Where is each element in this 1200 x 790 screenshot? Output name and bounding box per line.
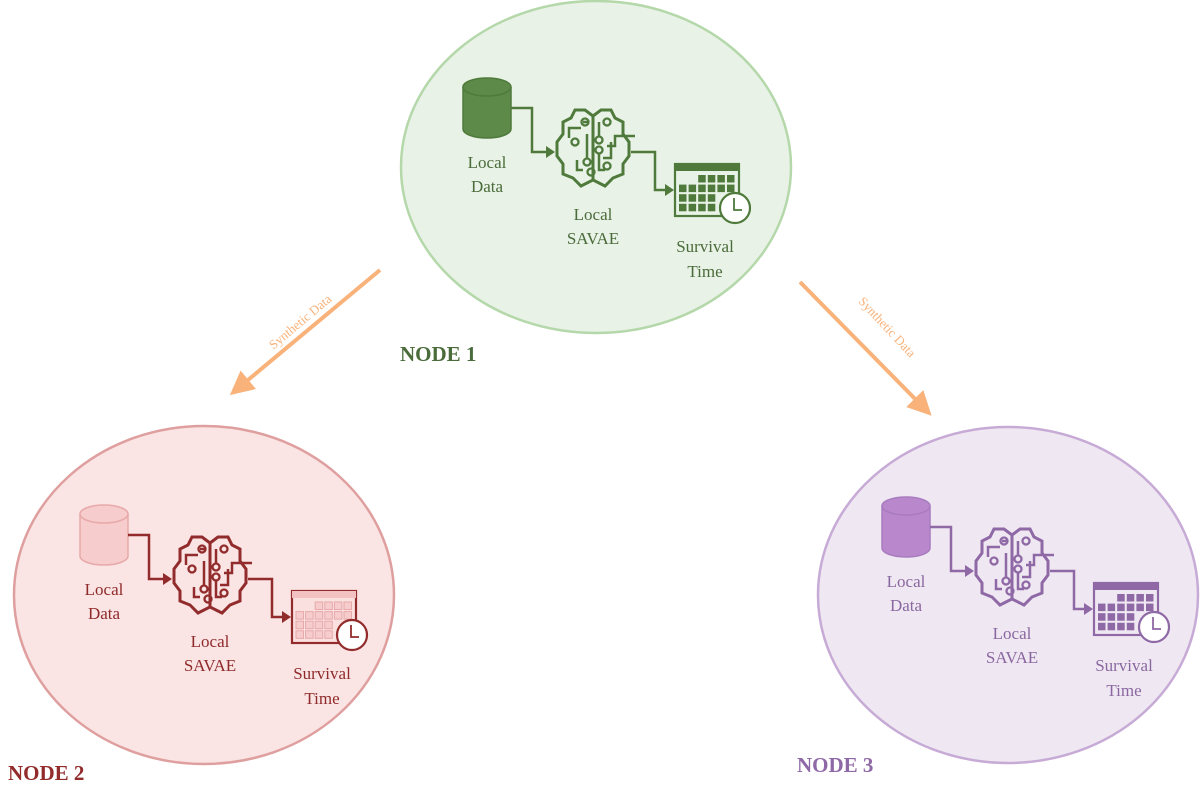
model-label: Local	[191, 632, 230, 651]
calendar-clock-icon	[673, 162, 752, 225]
data-label: Data	[88, 604, 121, 623]
brain-circuit-icon	[555, 108, 635, 188]
edge-label: Synthetic Data	[266, 291, 335, 352]
connector-arrow	[930, 525, 967, 573]
output-label: Survival	[676, 237, 734, 256]
arrowhead	[1084, 603, 1093, 615]
model-label: SAVAE	[986, 648, 1038, 667]
node-title: NODE 3	[797, 753, 873, 777]
model-label: SAVAE	[567, 229, 619, 248]
brain-circuit-icon	[172, 535, 252, 615]
clock-icon	[1137, 610, 1171, 644]
arrowhead	[665, 184, 674, 196]
node-title: NODE 2	[8, 761, 84, 785]
model-label: Local	[574, 205, 613, 224]
output-label: Survival	[1095, 656, 1153, 675]
arrowhead	[546, 146, 555, 158]
output-label: Time	[1106, 681, 1141, 700]
model-label: SAVAE	[184, 656, 236, 675]
calendar-clock-icon	[1092, 581, 1171, 644]
edge-node1-to-node2: Synthetic Data	[229, 268, 382, 396]
flow-arrow	[229, 268, 382, 396]
connector-arrow	[631, 150, 667, 192]
output-label: Survival	[293, 664, 351, 683]
flow-arrow	[798, 280, 932, 416]
arrowhead	[965, 565, 974, 577]
database-icon	[881, 496, 931, 558]
connector-arrow	[128, 533, 165, 581]
database-icon	[462, 77, 512, 139]
data-label: Local	[85, 580, 124, 599]
database-icon	[79, 504, 129, 566]
data-label: Local	[887, 572, 926, 591]
arrowhead	[163, 573, 172, 585]
data-label: Local	[468, 153, 507, 172]
clock-icon	[718, 191, 752, 225]
data-label: Data	[471, 177, 504, 196]
arrowhead	[282, 611, 291, 623]
node-title: NODE 1	[400, 342, 476, 366]
edge-node1-to-node3: Synthetic Data	[798, 280, 932, 416]
connector-arrow	[248, 577, 284, 619]
brain-circuit-icon	[974, 527, 1054, 607]
calendar-clock-icon	[290, 589, 369, 652]
model-label: Local	[993, 624, 1032, 643]
output-label: Time	[304, 689, 339, 708]
data-label: Data	[890, 596, 923, 615]
output-label: Time	[687, 262, 722, 281]
connector-arrow	[1050, 569, 1086, 611]
connector-arrow	[511, 106, 548, 154]
clock-icon	[335, 618, 369, 652]
